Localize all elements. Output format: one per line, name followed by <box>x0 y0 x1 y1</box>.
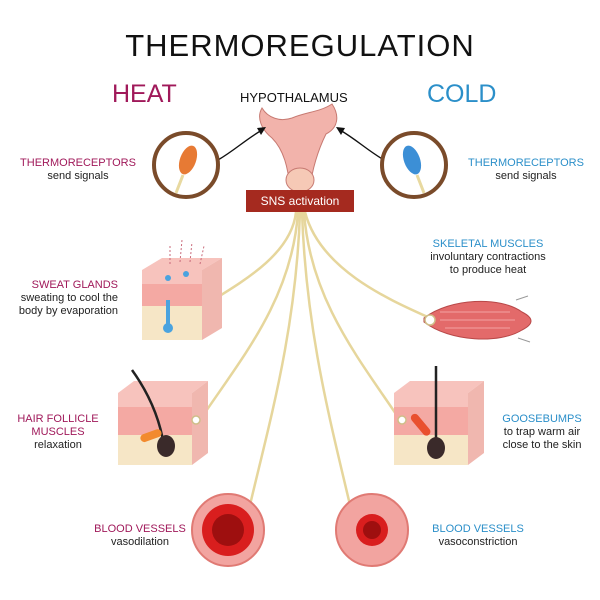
hair-follicle-label: HAIR FOLLICLE MUSCLES relaxation <box>17 413 99 451</box>
skeletal-muscles-label: SKELETAL MUSCLES involuntary contraction… <box>430 238 546 276</box>
page-title: THERMOREGULATION <box>125 28 475 63</box>
heat-thermoreceptor-icon <box>152 131 220 199</box>
vasodilation-vessel-icon <box>191 493 265 567</box>
signal-arrows <box>217 129 385 161</box>
nerve-fibers <box>169 211 431 506</box>
cold-thermoreceptor-icon <box>380 131 448 199</box>
heat-label: HEAT <box>112 80 177 108</box>
heat-blood-vessels-label: BLOOD VESSELS vasodilation <box>94 523 186 548</box>
evaporation-arrows-icon <box>169 239 205 265</box>
sweat-gland-skin-icon <box>142 258 222 340</box>
goosebumps-label: GOOSEBUMPS to trap warm air close to the… <box>502 413 582 451</box>
hypothalamus-label: HYPOTHALAMUS <box>240 90 348 105</box>
hair-follicle-relaxed-icon <box>118 369 208 465</box>
cold-label: COLD <box>427 80 497 108</box>
cold-blood-vessels-label: BLOOD VESSELS vasoconstriction <box>432 523 524 548</box>
heat-thermoreceptors-label: THERMORECEPTORS send signals <box>20 157 136 182</box>
sweat-glands-label: SWEAT GLANDS sweating to cool the body b… <box>18 279 118 317</box>
goosebumps-skin-icon <box>394 366 484 465</box>
sns-activation-box: SNS activation <box>246 190 354 212</box>
hypothalamus-shape <box>259 103 338 193</box>
skeletal-muscle-icon <box>423 295 532 343</box>
cold-thermoreceptors-label: THERMORECEPTORS send signals <box>468 157 584 182</box>
vasoconstriction-vessel-icon <box>335 493 409 567</box>
